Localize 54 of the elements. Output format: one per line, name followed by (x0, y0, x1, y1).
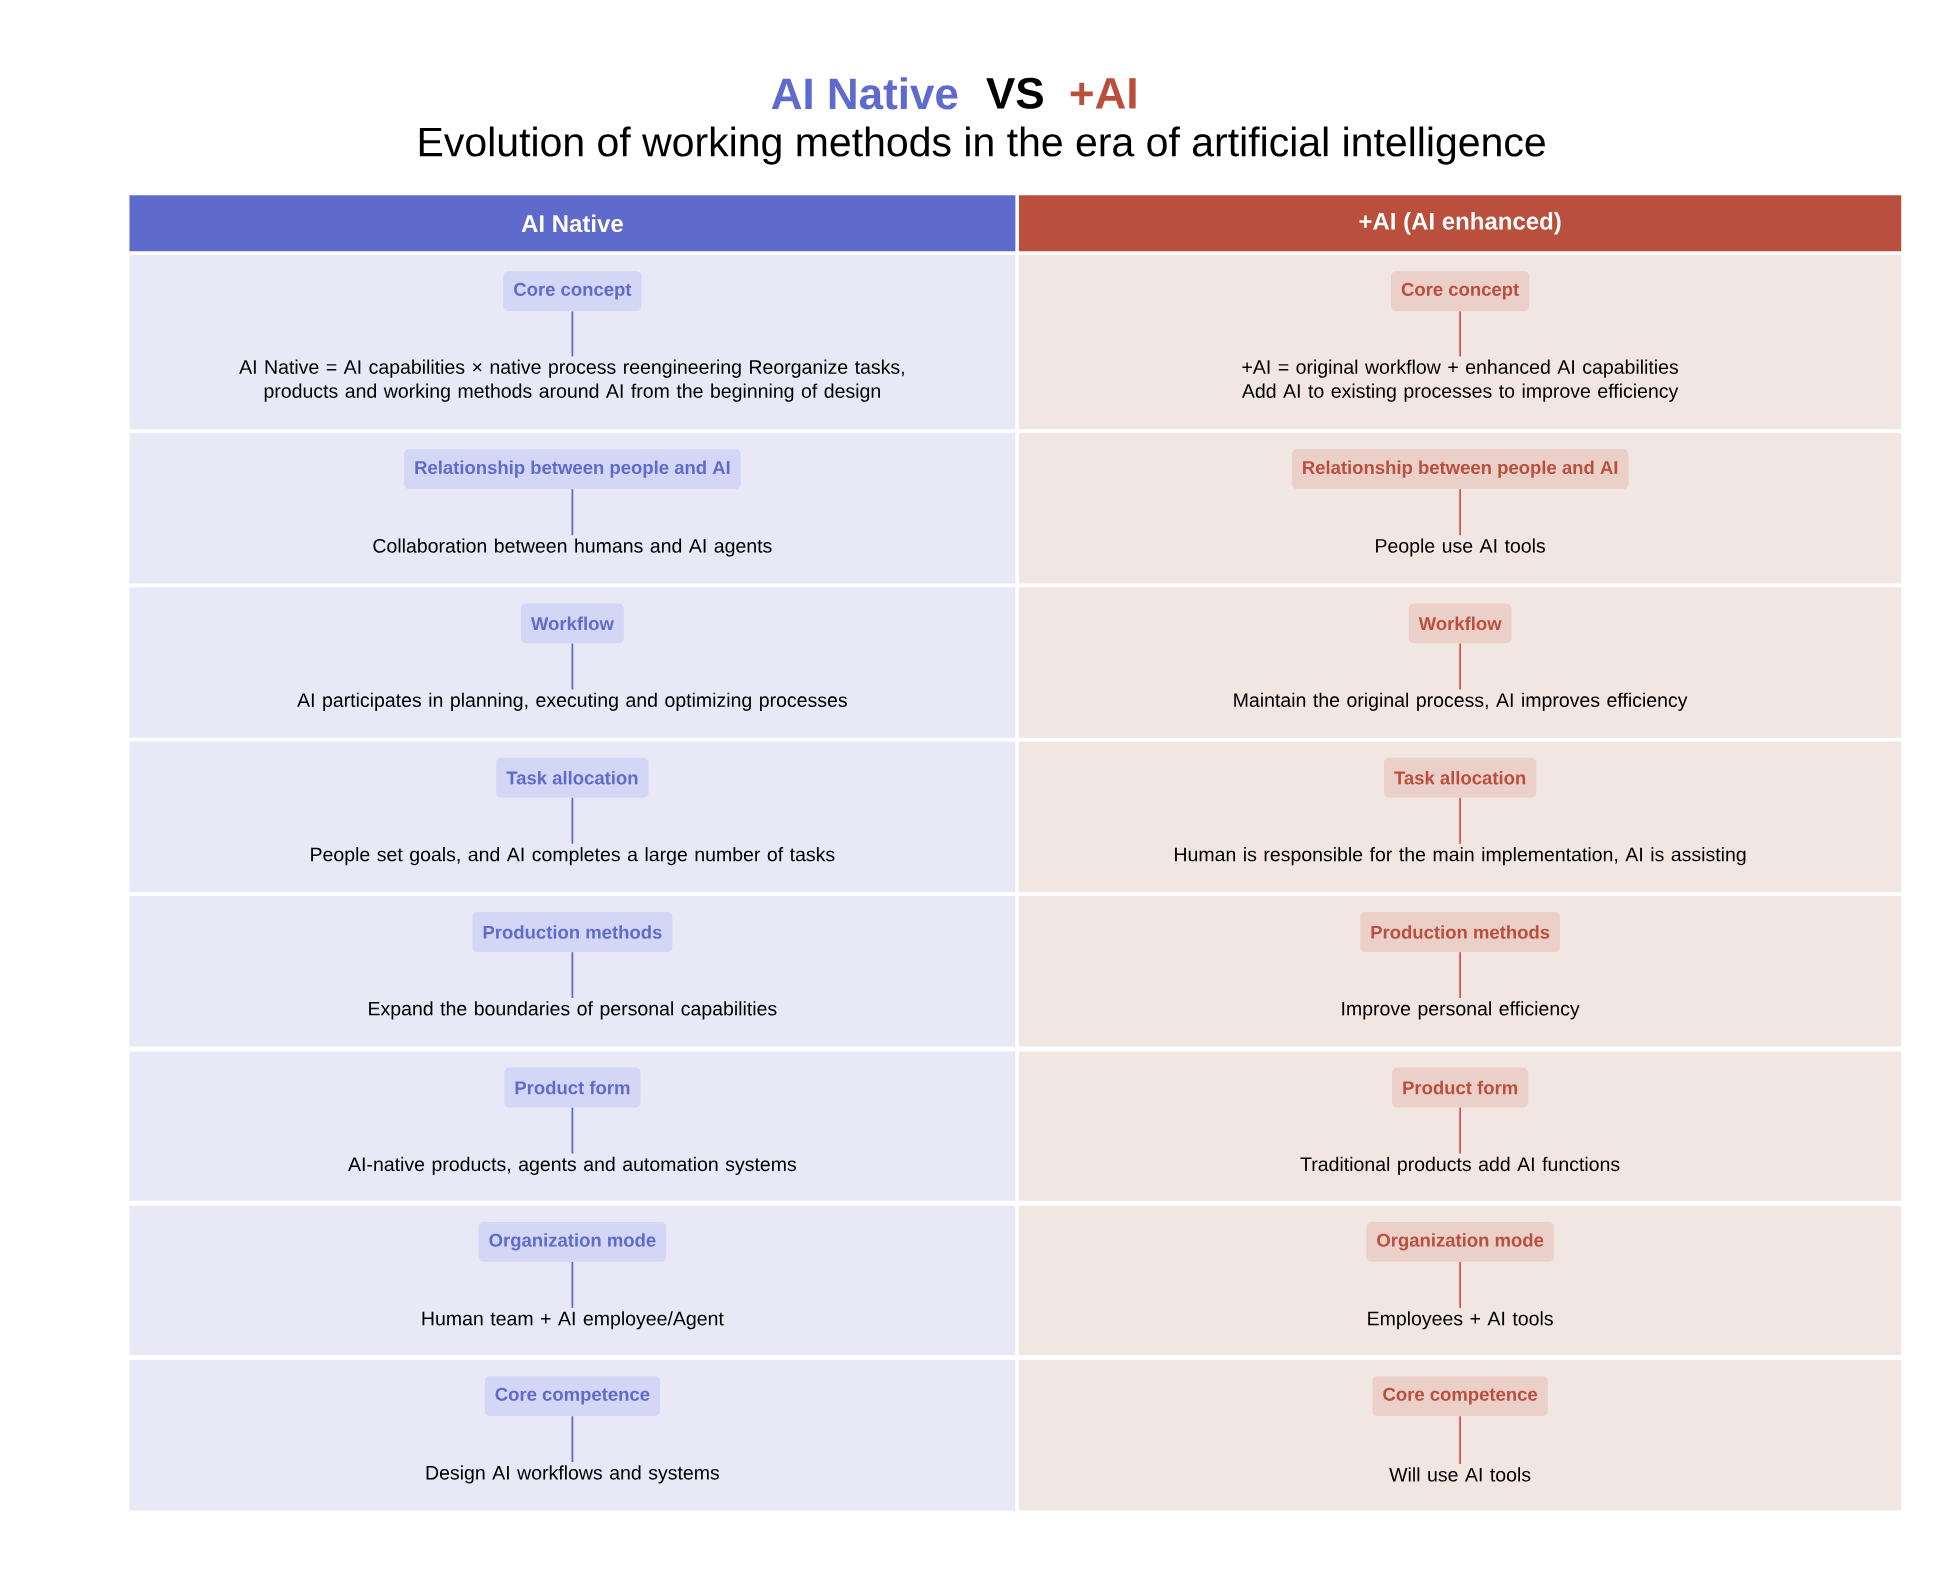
description-text: +AI = original workflow + enhanced AI capabilities Add AI to existing processes to improve efficiency (1241, 359, 1679, 402)
category-tag: Task allocation (496, 757, 649, 798)
description-text: People set goals, and AI completes a large number of tasks (311, 847, 835, 866)
title-text: VS (986, 77, 1043, 109)
description-text: AI participates in planning, executing and optimizing processes (297, 692, 847, 711)
description-text: Employees + AI tools (1368, 1311, 1553, 1330)
category-tag: Task allocation (1384, 757, 1537, 798)
connector-line (1459, 1261, 1461, 1309)
category-tag: Product form (1392, 1067, 1529, 1108)
category-tag: Organization mode (478, 1221, 667, 1262)
description-text: Human is responsible for the main implementation, AI is assisting (1175, 847, 1746, 866)
category-tag: Production methods (472, 912, 673, 952)
connector-line (1459, 1415, 1461, 1465)
title-text: AI Native (771, 77, 958, 110)
connector-line (1459, 951, 1461, 999)
category-tag: Workflow (1408, 603, 1512, 644)
connector-line (1459, 310, 1461, 358)
category-tag: Workflow (520, 603, 624, 644)
connector-line (571, 310, 574, 358)
description-text: Human team + AI employee/Agent (422, 1311, 724, 1330)
description-text: Collaboration between humans and AI agents (373, 538, 772, 557)
connector-line (571, 1415, 574, 1464)
category-tag: Organization mode (1366, 1221, 1554, 1262)
category-tag: Production methods (1360, 912, 1561, 952)
category-tag: Core concept (503, 271, 642, 312)
description-text: AI-native products, agents and automation systems (348, 1156, 796, 1175)
connector-line (571, 796, 574, 845)
connector-line (571, 642, 574, 691)
connector-line (1459, 642, 1461, 691)
category-tag: Core concept (1391, 271, 1530, 312)
connector-line (571, 488, 574, 537)
subtitle-text: Evolution of working methods in the era of artificial intelligence (419, 126, 1545, 165)
description-text: Traditional products add AI functions (1300, 1156, 1620, 1175)
column-header: AI Native (129, 195, 1016, 252)
connector-line (571, 1261, 574, 1309)
category-tag: Core competence (484, 1376, 661, 1416)
category-tag: Core competence (1372, 1376, 1548, 1416)
description-text: AI Native = AI capabilities × native process reengineering Reorganize tasks, products and working methods around AI from the beginning of design (239, 359, 904, 402)
description-text: Design AI workflows and systems (426, 1465, 720, 1484)
connector-line (1459, 796, 1461, 845)
category-tag: Relationship between people and AI (404, 449, 741, 489)
column-header: +AI (AI enhanced) (1019, 195, 1902, 252)
title-text: +AI (1070, 78, 1136, 109)
category-tag: Product form (504, 1067, 641, 1108)
category-tag: Relationship between people and AI (1291, 449, 1629, 489)
connector-line (1459, 1106, 1461, 1155)
description-text: Expand the boundaries of personal capabilities (369, 1001, 777, 1020)
connector-line (571, 951, 574, 999)
connector-line (571, 1106, 574, 1155)
description-text: Improve personal efficiency (1342, 1001, 1580, 1020)
description-text: Maintain the original process, AI improves efficiency (1234, 692, 1688, 711)
description-text: People use AI tools (1376, 538, 1545, 557)
description-text: Will use AI tools (1389, 1467, 1531, 1482)
connector-line (1459, 488, 1461, 537)
